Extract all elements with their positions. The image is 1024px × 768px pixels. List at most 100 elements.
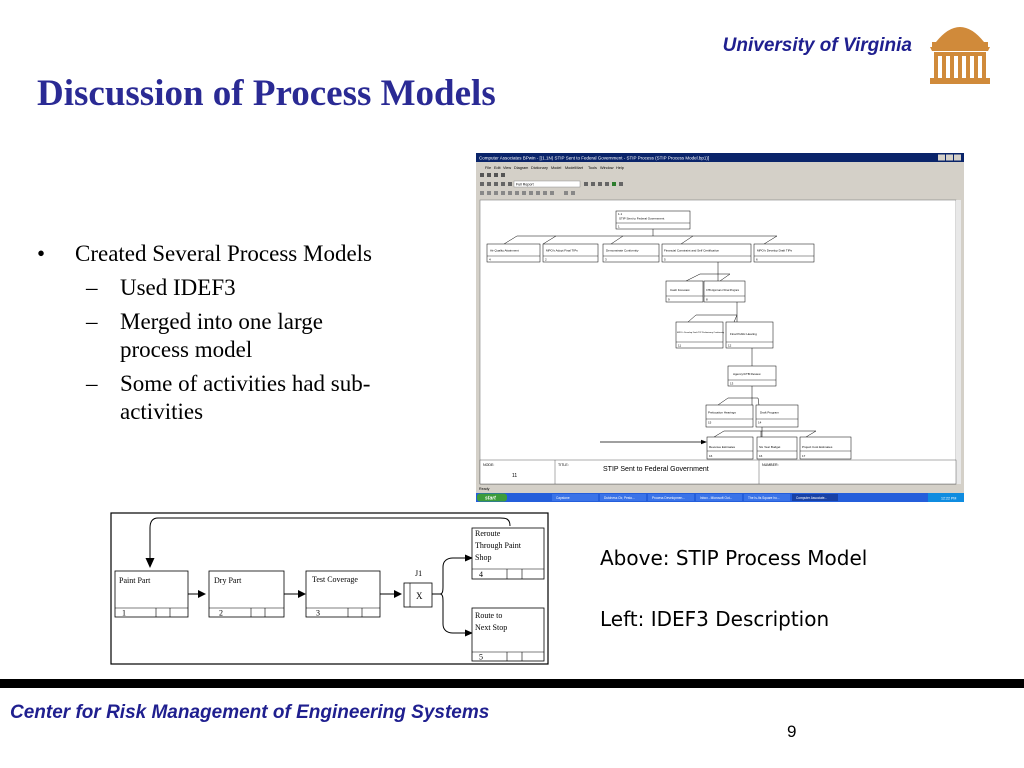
maximize-button[interactable]	[946, 154, 953, 161]
footer-node-label: NODE:	[483, 463, 494, 467]
taskbar-item[interactable]	[696, 494, 742, 501]
taskbar-item[interactable]	[744, 494, 790, 501]
svg-text:8: 8	[706, 298, 708, 302]
svg-text:MPO's Adopt Final TIPs: MPO's Adopt Final TIPs	[546, 249, 578, 253]
stip-node-box	[706, 436, 754, 460]
menu-modelmart[interactable]: ModelMart	[565, 166, 584, 170]
svg-text:Draft Program: Draft Program	[760, 411, 779, 415]
rotunda-logo	[930, 27, 990, 84]
svg-text:2: 2	[545, 258, 547, 262]
idef3-box-paint-part	[114, 570, 189, 618]
svg-text:Inbox - Microsoft Out...: Inbox - Microsoft Out...	[700, 496, 732, 500]
svg-text:MPO's Develop Draft TIPs: MPO's Develop Draft TIPs	[757, 249, 793, 253]
footer-title-value: STIP Sent to Federal Government	[603, 466, 709, 473]
bpwin-screenshot: Computer Associates BPwin - [(1.1N) STIP…	[476, 153, 964, 502]
idef3-label-5: Route to Next Stop	[475, 611, 508, 632]
menu-file[interactable]: File	[485, 166, 491, 170]
stip-node-box	[661, 243, 752, 263]
svg-text:Dutchess Ctr, Pesto...: Dutchess Ctr, Pesto...	[604, 496, 635, 500]
footer-divider	[0, 679, 1024, 688]
bullet-list: • Created Several Process Models –Used ID…	[37, 240, 397, 432]
dash-marker: –	[86, 275, 98, 300]
svg-text:11: 11	[678, 344, 681, 348]
caption-above: Above: STIP Process Model	[600, 546, 868, 570]
svg-text:14: 14	[758, 421, 762, 425]
institution-name: University of Virginia	[722, 35, 912, 56]
menu-diagram[interactable]: Diagram	[514, 166, 528, 170]
stip-hierarchy	[503, 229, 817, 445]
svg-text:STIP Sent to Federal Governmen: STIP Sent to Federal Government	[619, 217, 664, 221]
svg-text:The Is-Its Square ho...: The Is-Its Square ho...	[748, 496, 780, 500]
svg-text:Cash Forecast: Cash Forecast	[670, 288, 690, 292]
svg-text:Project Cost Estimates: Project Cost Estimates	[802, 445, 833, 449]
toolbar: Full Report	[480, 173, 623, 195]
system-tray	[928, 493, 964, 502]
caption-left: Left: IDEF3 Description	[600, 607, 830, 631]
vertical-scrollbar[interactable]	[956, 200, 961, 484]
idef3-links	[145, 517, 511, 637]
svg-text:4: 4	[489, 258, 491, 262]
diagram-footer	[479, 459, 957, 485]
font-selector-value: Full Report	[516, 183, 534, 187]
start-label: start	[485, 496, 496, 502]
stip-node-box	[705, 404, 754, 428]
idef3-box-test-coverage	[305, 570, 381, 618]
menu-view[interactable]: View	[503, 166, 511, 170]
footer-node-value: 11	[512, 473, 517, 479]
dash-marker: –	[86, 371, 98, 396]
svg-text:MPO's Develop Draft TIP Prelim: MPO's Develop Draft TIP Preliminary Conf…	[677, 331, 725, 334]
start-button[interactable]	[477, 493, 507, 502]
idef3-diagram: Paint Part 1 Dry Part 2 Test Coverage 3 …	[110, 512, 549, 665]
taskbar-item[interactable]	[648, 494, 694, 501]
idef3-box-reroute	[471, 527, 545, 580]
svg-text:5: 5	[664, 258, 666, 262]
window-controls	[938, 154, 961, 161]
bullet-marker: •	[37, 241, 46, 266]
svg-text:Final Public Hearing: Final Public Hearing	[730, 332, 757, 336]
stip-node-box	[486, 243, 541, 263]
font-selector[interactable]	[513, 180, 581, 188]
stip-node-box	[755, 404, 799, 428]
svg-text:CTB Approval of Final Program: CTB Approval of Final Program	[706, 289, 739, 292]
minimize-button[interactable]	[938, 154, 945, 161]
stip-root-box	[615, 210, 691, 230]
menu-tools[interactable]: Tools	[588, 166, 597, 170]
window-title: Computer Associates BPwin - [(1.1N) STIP…	[479, 156, 709, 161]
svg-text:Revenue Estimates: Revenue Estimates	[709, 445, 736, 449]
menu-window[interactable]: Window	[600, 166, 614, 170]
menu-model[interactable]: Model	[551, 166, 561, 170]
sub-bullet-item: –Used IDEF3	[37, 274, 397, 302]
taskbar-item[interactable]	[552, 494, 598, 501]
svg-text:Prelocation Hearings: Prelocation Hearings	[708, 411, 736, 415]
svg-text:Agency/CTB Review: Agency/CTB Review	[733, 372, 761, 376]
menu-help[interactable]: Help	[616, 166, 624, 170]
stip-nodes: 1.1 STIP Sent to Federal Government 1 Ai…	[486, 210, 852, 460]
bullet-item: • Created Several Process Models	[37, 240, 397, 268]
idef3-num-5: 5	[479, 653, 483, 662]
close-button[interactable]	[954, 154, 961, 161]
bullet-text: Created Several Process Models	[75, 241, 373, 266]
svg-text:Capstone: Capstone	[556, 496, 570, 500]
stip-node-box	[756, 436, 798, 460]
svg-text:Demonstrate Conformity: Demonstrate Conformity	[606, 249, 639, 253]
taskbar-items: Capstone Dutchess Ctr, Pesto... Process …	[552, 494, 838, 501]
stip-node-box	[542, 243, 599, 263]
menu-dictionary[interactable]: Dictionary	[531, 166, 548, 170]
svg-text:9: 9	[668, 298, 670, 302]
junction-box	[403, 582, 433, 608]
svg-text:Six Year Budget: Six Year Budget	[759, 445, 781, 449]
footer-center-name: Center for Risk Management of Engineerin…	[10, 702, 490, 723]
idef3-label-1: Paint Part	[119, 576, 151, 585]
menu-edit[interactable]: Edit	[494, 166, 501, 170]
svg-text:6: 6	[756, 258, 758, 262]
svg-text:15: 15	[708, 421, 712, 425]
page-number: 9	[787, 722, 797, 741]
taskbar-item[interactable]	[792, 494, 838, 501]
menu-bar: File Edit View Diagram Dictionary Model …	[485, 166, 624, 170]
dash-marker: –	[86, 309, 98, 334]
footer-number-label: NUMBER:	[762, 463, 779, 467]
taskbar-item[interactable]	[600, 494, 646, 501]
stip-node-box	[602, 243, 660, 263]
svg-text:16: 16	[759, 454, 763, 458]
idef3-num-1: 1	[122, 609, 126, 618]
